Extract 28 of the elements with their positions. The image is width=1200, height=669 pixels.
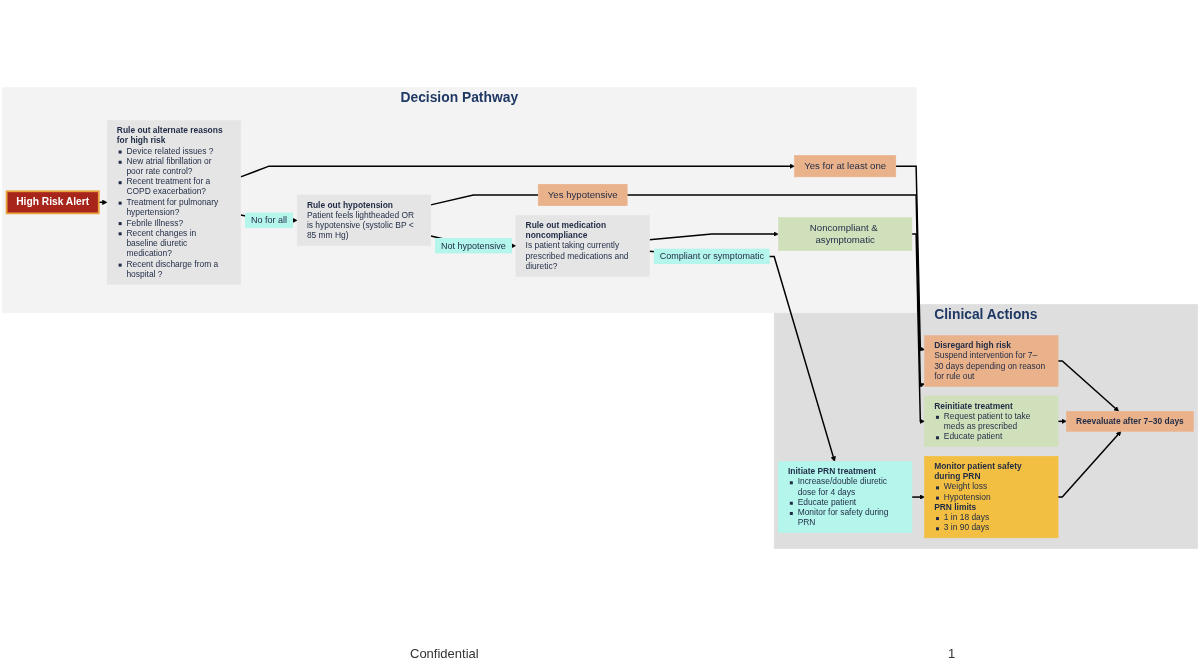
node-box: Yes for at least one (794, 155, 897, 178)
arrow (98, 199, 108, 205)
node-box: Reinitiate treatment Request patient to take meds as prescribed Educate patient (924, 395, 1059, 447)
node-box: High Risk Alert (5, 190, 100, 215)
node-box: Initiate PRN treatment Increase/double diuretic dose for 4 days Educate patient Monitor for safety during PRN (778, 461, 913, 533)
arrow (1057, 360, 1119, 412)
node-box: Disregard high risk Suspend intervention for 7–30 days depending on reason for rule out (924, 335, 1059, 387)
arrow (239, 163, 795, 178)
arrow (911, 233, 925, 424)
edge-label: Not hypotensive (441, 240, 506, 251)
node-box: Noncompliant & asymptomatic (778, 217, 913, 251)
connector (430, 194, 539, 206)
arrow (911, 494, 925, 500)
node-box: Rule out hypotension Patient feels lightheaded OR is hypotensive (systolic BP < 85 mm Hg) (296, 194, 432, 247)
arrow (895, 165, 925, 352)
node-box: Rule out alternate reasons for high risk Device related issues ? New atrial fibrillation or poor rate control? Recent treatment for a COPD exacerbation? Treatment for pulmonary hypertension? Febrile Illness? Recent changes in baseline diuretic medication? Recent discharge from a hospital ? (106, 120, 241, 285)
page-number: 1 (948, 646, 956, 661)
arrow (648, 231, 779, 241)
arrow (626, 194, 925, 388)
node-box: Rule out medication noncompliance Is patient taking currently prescribed medications and diuretic? (515, 215, 650, 277)
edge-label: Compliant or symptomatic (659, 250, 764, 262)
arrow (1057, 418, 1067, 424)
node-box: Reevaluate after 7–30 days (1066, 411, 1194, 432)
footer-text: Confidential (410, 646, 479, 661)
edge-label: No for all (250, 214, 288, 226)
node-box: Monitor patient safety during PRN Weight loss Hypotension PRN limits 1 in 18 days 3 in 90 days (924, 456, 1059, 539)
node-box: Yes hypotensive (537, 184, 628, 206)
arrow (1057, 431, 1122, 498)
